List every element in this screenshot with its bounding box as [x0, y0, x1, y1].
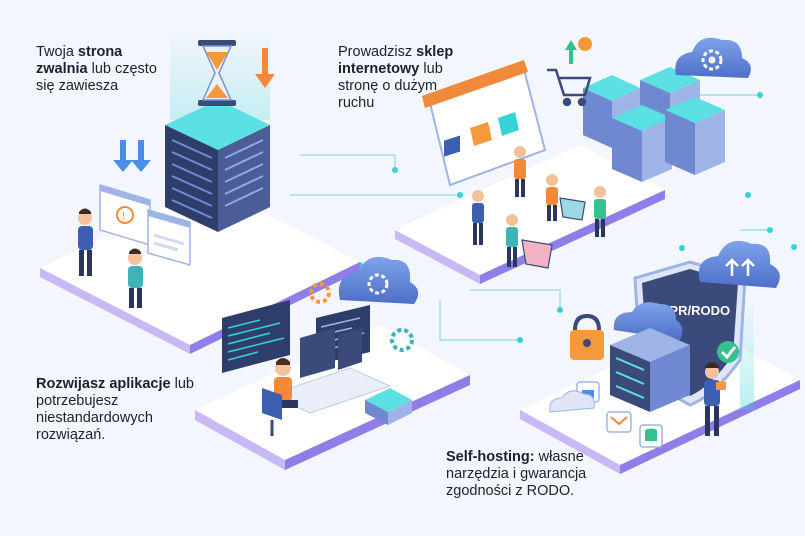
desk-monitor — [300, 328, 362, 378]
caption-slow-site: Twoja strona zwalnia lub często się zawi… — [36, 44, 166, 95]
shopper-with-cart — [546, 174, 586, 221]
caption-text: Twoja — [36, 44, 78, 60]
server-icon — [165, 100, 270, 232]
developer-person — [262, 358, 298, 436]
code-monitor — [222, 300, 290, 373]
caption-text: własne narzędzia i gwarancja zgodności z… — [446, 449, 587, 499]
browser-window-error: ! — [99, 183, 151, 247]
shopper — [472, 190, 484, 245]
caption-online-shop: Prowadzisz sklep internetowy lub stronę … — [338, 44, 468, 112]
mail-icon — [606, 411, 632, 433]
platform-self-hosting: GDPR/RODO — [520, 240, 800, 474]
cloud-icon — [698, 240, 780, 288]
server-icon — [365, 388, 412, 425]
cloud-icon — [675, 37, 751, 78]
shopper — [514, 146, 526, 197]
gear-icon — [701, 49, 723, 71]
gear-icon — [309, 282, 331, 304]
hourglass-icon — [198, 40, 236, 106]
shopper-with-cart — [506, 214, 553, 269]
browser-window — [147, 209, 191, 266]
server-icon — [610, 328, 690, 412]
caption-bold-text: Rozwijasz aplikacje — [36, 376, 171, 392]
admin-person — [704, 362, 726, 436]
lock-icon — [570, 313, 604, 360]
gear-icon — [390, 328, 414, 352]
coin-icon — [578, 37, 592, 51]
gear-icon — [367, 273, 389, 295]
caption-text: lub stronę o dużym ruchu — [338, 61, 443, 111]
server-icon — [612, 105, 672, 182]
frustrated-person — [78, 208, 93, 276]
caption-text: lub potrzebujesz niestandardowych rozwią… — [36, 376, 194, 443]
down-arrow-icon — [113, 140, 151, 172]
server-icon — [665, 97, 725, 175]
caption-custom-apps: Rozwijasz aplikacje lub potrzebujesz nie… — [36, 376, 196, 444]
cloud-icon — [338, 256, 419, 304]
confused-person — [128, 248, 143, 308]
up-arrow-icon — [565, 40, 577, 64]
shopping-cart-icon — [547, 68, 592, 107]
svg-text:!: ! — [122, 211, 125, 222]
caption-bold-text: sklep internetowy — [338, 44, 454, 77]
server-rack-cluster — [583, 67, 725, 182]
shopper — [594, 186, 606, 237]
platform-online-shop — [395, 37, 751, 284]
orange-down-arrow-icon — [255, 48, 275, 88]
caption-bold-text: Self-hosting: — [446, 449, 535, 465]
caption-text: lub często się zawiesza — [36, 61, 157, 94]
platform-developer — [195, 256, 470, 470]
check-icon — [717, 341, 739, 363]
caption-bold-text: strona zwalnia — [36, 44, 123, 77]
caption-text: Prowadzisz — [338, 44, 417, 60]
database-icon — [639, 424, 663, 448]
caption-self-hosting: Self-hosting: własne narzędzia i gwaranc… — [446, 449, 606, 500]
cloud-icon — [613, 302, 683, 340]
cloud-upload-icon — [549, 390, 595, 413]
